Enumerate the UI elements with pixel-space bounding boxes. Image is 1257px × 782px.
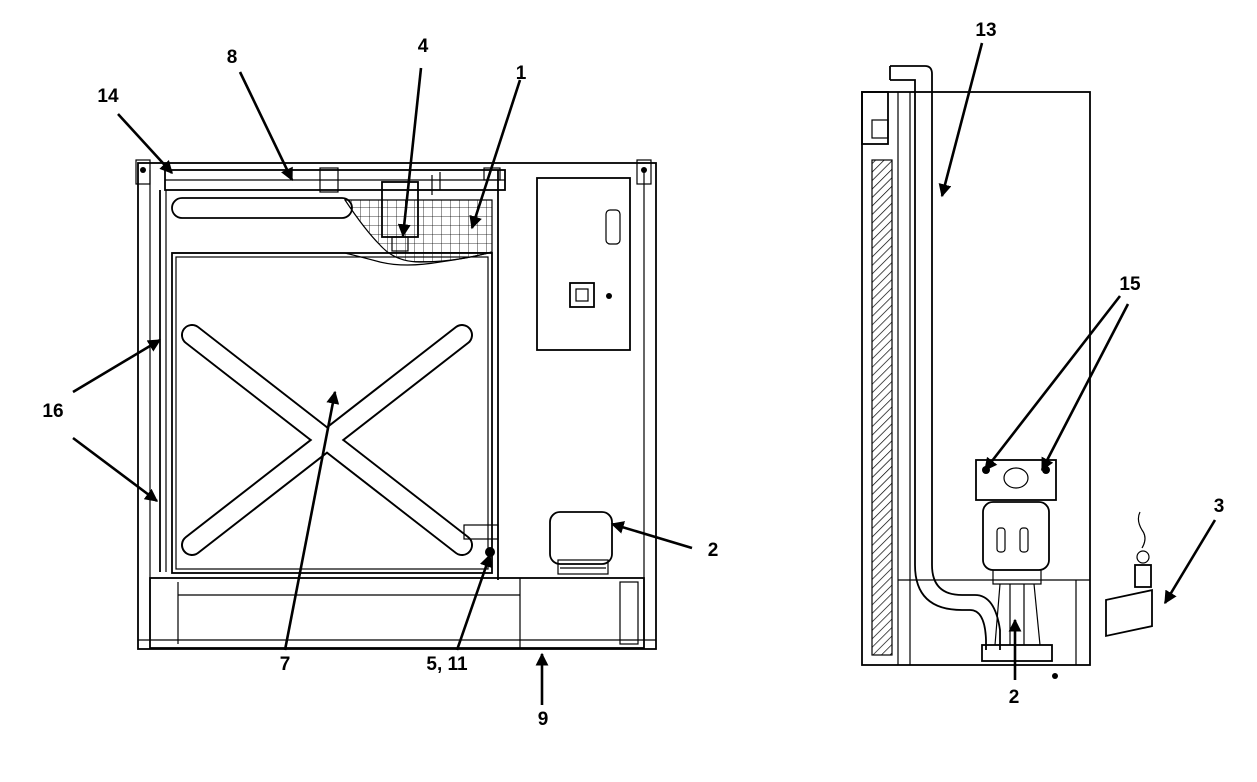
callout-14: 14 — [97, 86, 119, 107]
mounting-plate — [975, 459, 1057, 501]
leader-8 — [238, 71, 294, 182]
base-tray — [149, 577, 645, 649]
upper-tube — [171, 197, 353, 219]
cabinet-outline — [137, 162, 657, 650]
leader-4 — [397, 67, 423, 238]
callout-1: 1 — [516, 63, 527, 84]
callout-13: 13 — [975, 20, 996, 41]
callout-2-front: 2 — [708, 540, 719, 561]
callout-15: 15 — [1119, 274, 1141, 295]
pump-side — [981, 501, 1053, 662]
callout-8: 8 — [227, 47, 238, 68]
callout-2-side: 2 — [1009, 687, 1020, 708]
leader-15a — [983, 295, 1122, 472]
callout-3: 3 — [1214, 496, 1225, 517]
leader-14 — [117, 113, 173, 174]
valve-detail — [1105, 511, 1153, 638]
leader-lines — [72, 42, 1217, 705]
side-view — [861, 65, 1091, 679]
leader-3 — [1163, 519, 1217, 605]
leader-16a — [72, 338, 162, 394]
leader-16b — [72, 436, 159, 503]
corner-bracket-right — [636, 159, 652, 185]
control-panel — [536, 177, 631, 351]
panel-slot — [605, 209, 621, 245]
leader-5 — [455, 553, 493, 651]
pump-front — [549, 511, 613, 575]
front-view — [135, 159, 657, 650]
leader-15b — [1040, 303, 1130, 472]
callout-9: 9 — [538, 709, 549, 730]
leader-13 — [938, 42, 984, 198]
callout-16: 16 — [42, 401, 63, 422]
leader-2-front — [610, 521, 693, 550]
corner-bracket-left — [135, 159, 151, 185]
callout-7: 7 — [280, 654, 291, 675]
latch — [463, 524, 499, 540]
callout-5-11: 5, 11 — [426, 654, 468, 675]
hatched-wall — [871, 159, 893, 656]
drain-pipe — [890, 65, 1001, 650]
switch-icon — [569, 282, 595, 308]
leader-1 — [469, 79, 522, 230]
callout-4: 4 — [418, 36, 429, 57]
leader-7 — [283, 390, 340, 651]
